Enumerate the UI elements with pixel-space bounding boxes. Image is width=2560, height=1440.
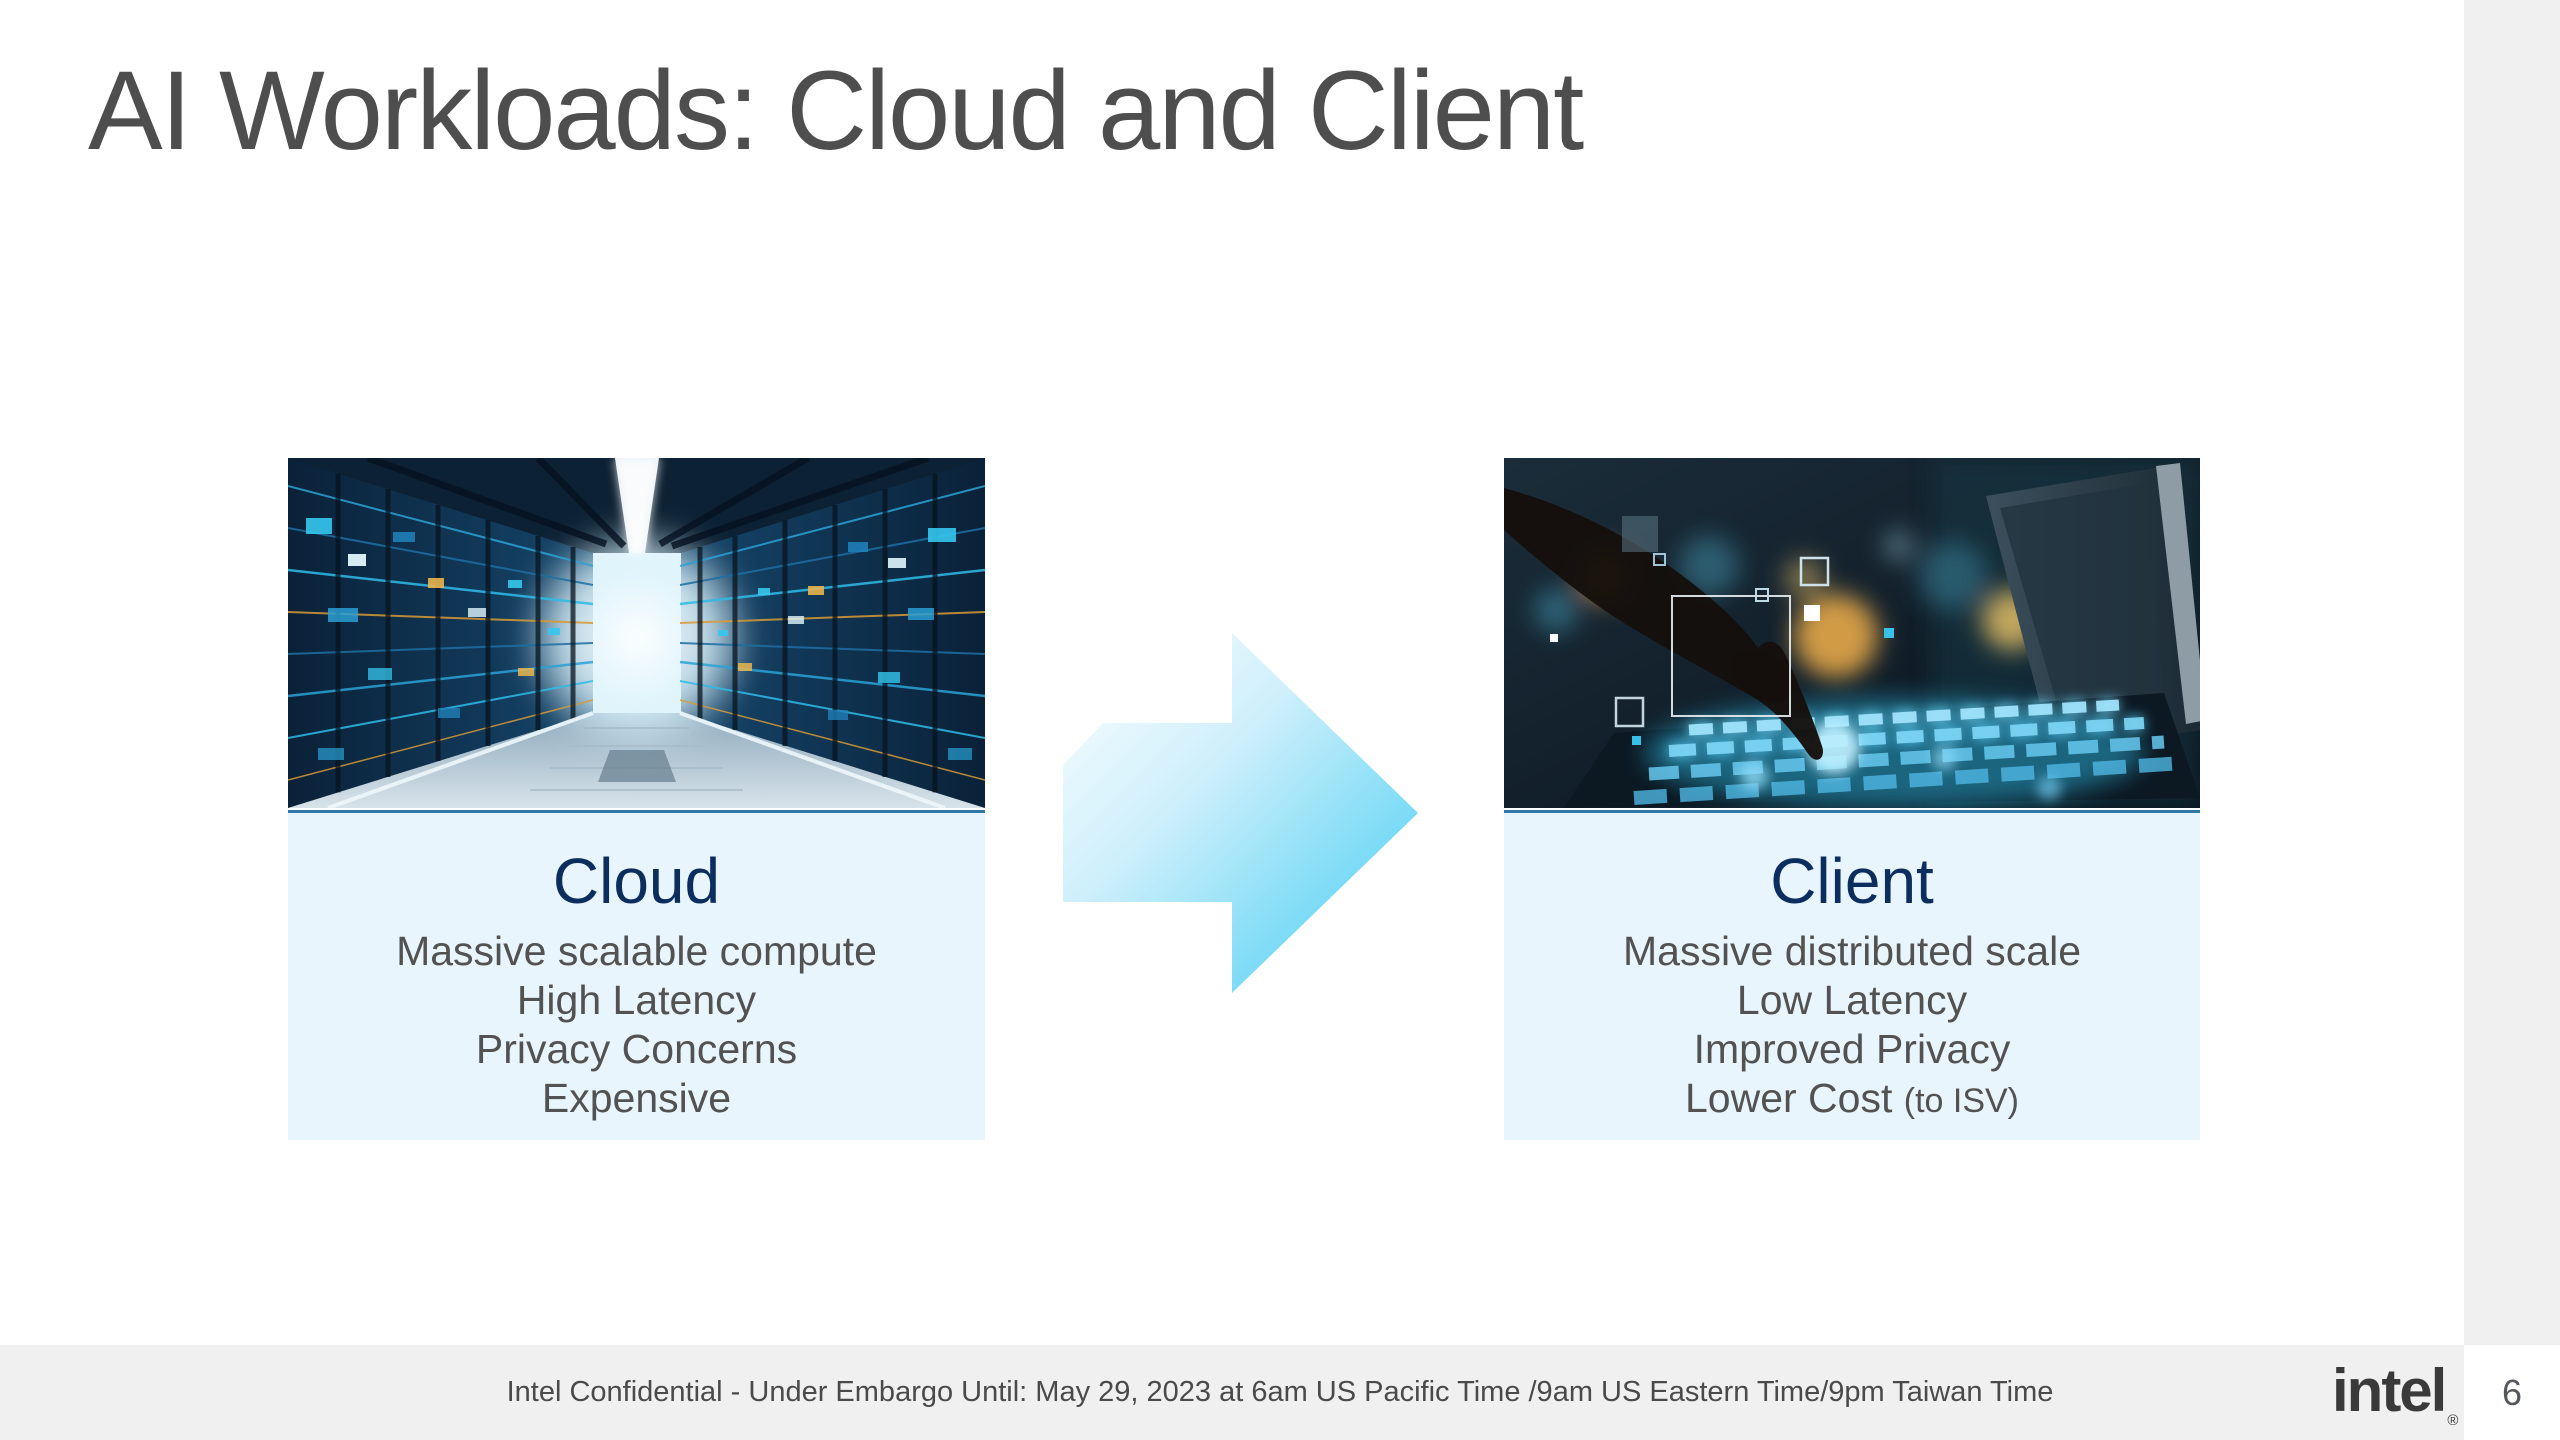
cloud-point: Privacy Concerns — [475, 1026, 798, 1072]
client-point: Improved Privacy — [1693, 1026, 2011, 1072]
cloud-point-main: Expensive — [541, 1075, 732, 1121]
registered-mark-icon: ® — [2447, 1412, 2458, 1429]
cloud-heading: Cloud — [552, 845, 721, 917]
client-point: Massive distributed scale — [1622, 928, 2082, 974]
intel-logo: intel® — [2332, 1345, 2458, 1440]
page-number-box: 6 — [2464, 1345, 2560, 1440]
client-point-suffix: (to ISV) — [1903, 1082, 2019, 1120]
page-number: 6 — [2501, 1371, 2523, 1413]
cloud-card: Cloud Massive scalable compute High Late… — [288, 458, 985, 1140]
cloud-panel: Cloud Massive scalable compute High Late… — [288, 810, 985, 1140]
client-point: Low Latency — [1736, 977, 1968, 1023]
intel-logo-text: intel — [2332, 1357, 2447, 1424]
confidential-footer: Intel Confidential - Under Embargo Until… — [506, 1376, 2054, 1408]
cloud-point: High Latency — [516, 977, 757, 1023]
laptop-illustration — [1504, 458, 2200, 808]
cloud-to-client-arrow-icon — [1063, 633, 1418, 993]
datacenter-illustration — [288, 458, 985, 808]
page-title: AI Workloads: Cloud and Client — [88, 48, 1584, 173]
data-center-image — [288, 458, 985, 808]
cloud-point: Massive scalable compute — [396, 928, 877, 974]
cloud-point: Expensive — [288, 1074, 985, 1126]
laptop-touch-image — [1504, 458, 2200, 808]
client-heading: Client — [1770, 845, 1934, 917]
client-card: Client Massive distributed scale Low Lat… — [1504, 458, 2200, 1140]
footer-bar — [0, 1345, 2464, 1440]
client-panel: Client Massive distributed scale Low Lat… — [1504, 810, 2200, 1140]
client-point-main: Lower Cost — [1684, 1075, 1904, 1121]
client-point: Lower Cost (to ISV) — [1504, 1074, 2200, 1126]
right-gray-strip — [2464, 0, 2560, 1345]
